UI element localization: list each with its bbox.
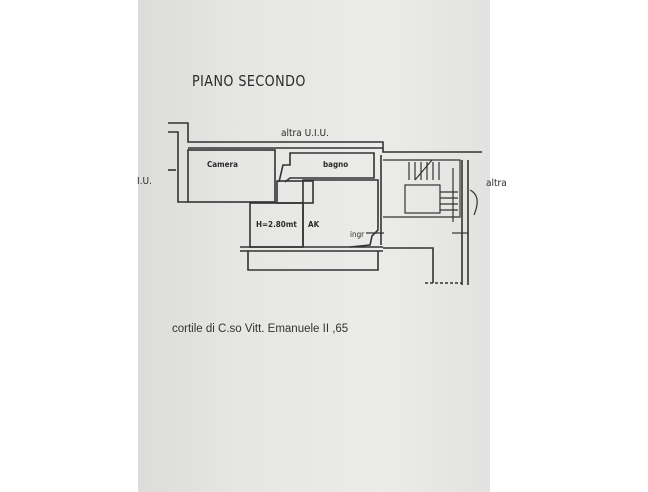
room-bagno xyxy=(278,152,375,183)
caption: cortile di C.so Vitt. Emanuele II ,65 xyxy=(172,323,349,335)
label-camera: Camera xyxy=(207,160,238,169)
label-left-neighbor: I.U. xyxy=(137,176,152,187)
outer-walls xyxy=(168,122,482,203)
label-ak: AK xyxy=(308,220,320,229)
paper-sheet xyxy=(138,0,490,492)
label-right-neighbor: altra xyxy=(486,178,507,189)
label-height: H=2.80mt xyxy=(256,220,297,229)
hall-box xyxy=(276,180,314,204)
label-bagno: bagno xyxy=(323,160,349,169)
room-ak xyxy=(302,179,379,248)
room-camera xyxy=(187,149,276,203)
plan-title: PIANO SECONDO xyxy=(192,72,306,90)
label-ingresso: ingr xyxy=(350,230,365,239)
stair-area xyxy=(366,159,468,234)
label-top-neighbor: altra U.I.U. xyxy=(281,128,329,139)
